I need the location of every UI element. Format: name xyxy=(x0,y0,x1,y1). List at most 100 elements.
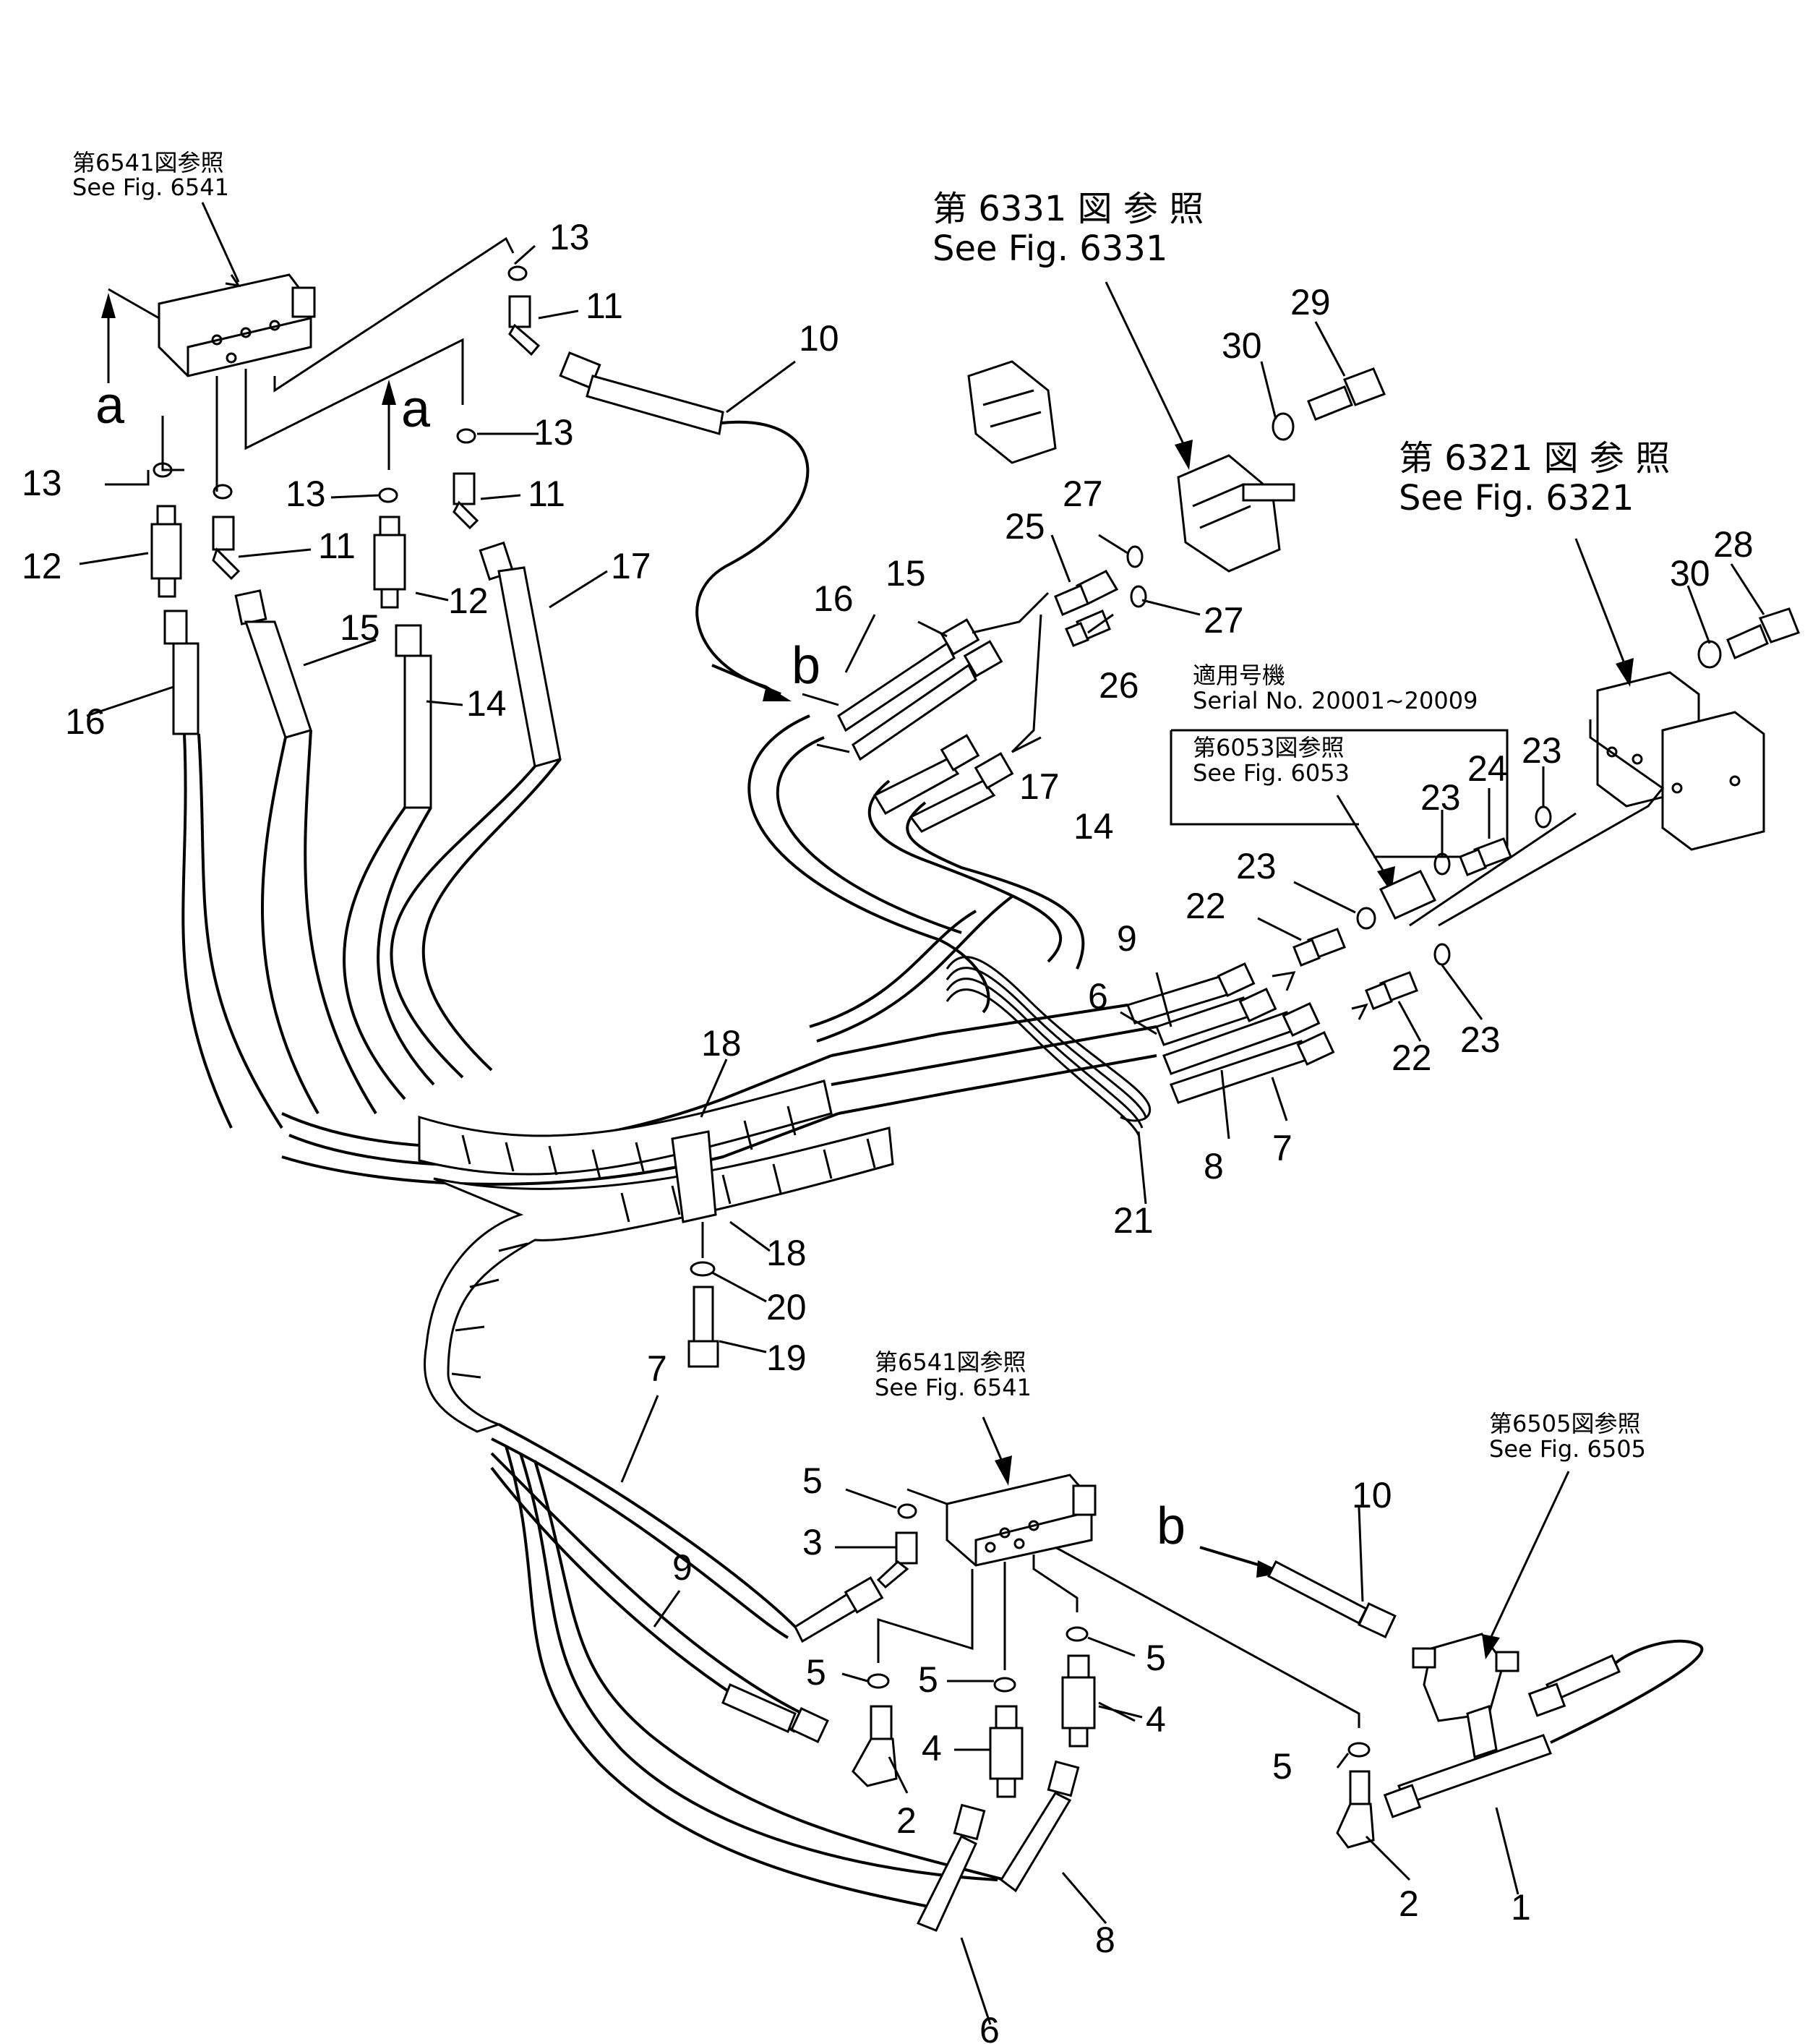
valve-6321 xyxy=(1596,671,1765,851)
callout-12-mid: 12 xyxy=(448,581,489,621)
letter-a-right: a xyxy=(401,380,431,438)
valve-block-bottom xyxy=(946,1474,1097,1567)
fitting-2-left xyxy=(852,1705,898,1787)
letter-b-top: b xyxy=(792,637,820,695)
hoses-6-7-8-9-right-ends xyxy=(1126,962,1335,1104)
callout-11-mid: 11 xyxy=(528,474,565,514)
callout-9-left: 9 xyxy=(672,1547,693,1588)
callout-22-a: 22 xyxy=(1186,886,1226,926)
valve-block-top-left xyxy=(158,202,316,377)
serial-en: Serial No. 20001~20009 xyxy=(1193,687,1478,714)
ref-fig6331-jp: 第 6331 図 参 照 xyxy=(932,189,1204,229)
hose-6-lower-end xyxy=(916,1803,986,1932)
fitting-12-mid xyxy=(373,516,406,609)
hose-10-lower-end xyxy=(1266,1560,1397,1638)
callout-17-left: 17 xyxy=(611,546,651,586)
fitting-4-mid xyxy=(989,1705,1024,1798)
callout-13-center: 13 xyxy=(286,474,326,514)
fitting-24 xyxy=(1459,837,1512,876)
callout-27-top: 27 xyxy=(1063,474,1103,514)
fitting-11-top xyxy=(508,295,541,356)
ref-fig6541-top-jp: 第6541図参照 xyxy=(72,149,223,176)
ref-fig6505-jp: 第6505図参照 xyxy=(1489,1410,1640,1437)
callout-5-a: 5 xyxy=(802,1461,823,1501)
fitting-22-a xyxy=(1292,928,1346,967)
callout-19: 19 xyxy=(766,1338,807,1378)
callout-10-top: 10 xyxy=(799,318,839,359)
fitting-22-b xyxy=(1365,971,1418,1010)
callout-30-right: 30 xyxy=(1670,553,1710,594)
adapter-6053 xyxy=(1379,870,1437,920)
callout-23-c: 23 xyxy=(1236,846,1277,886)
callout-3: 3 xyxy=(802,1522,823,1562)
hose-17-14-right-ends xyxy=(873,734,1014,833)
callout-2-left: 2 xyxy=(896,1800,917,1841)
ref-fig6541-bottom-jp: 第6541図参照 xyxy=(875,1348,1026,1376)
callout-5-e: 5 xyxy=(1272,1746,1292,1787)
callout-12-left: 12 xyxy=(22,546,62,586)
callout-13-mid: 13 xyxy=(533,412,574,453)
callout-5-d: 5 xyxy=(1146,1638,1166,1678)
callout-4-mid: 4 xyxy=(922,1728,942,1769)
fitting-11-left xyxy=(212,516,241,581)
callout-5-b: 5 xyxy=(806,1652,826,1693)
callout-13-top: 13 xyxy=(549,217,590,257)
callout-21: 21 xyxy=(1113,1200,1154,1241)
clamp-21 xyxy=(946,956,1152,1136)
callout-26: 26 xyxy=(1099,665,1139,706)
callout-18-bottom: 18 xyxy=(766,1233,807,1273)
hose-15-end xyxy=(234,589,312,739)
callout-22-b: 22 xyxy=(1392,1038,1432,1078)
callout-leaders xyxy=(79,244,1765,2025)
callout-8-right: 8 xyxy=(1204,1146,1224,1186)
fitting-2-right xyxy=(1336,1770,1375,1849)
callout-6-right: 6 xyxy=(1088,976,1108,1017)
hose-14-end xyxy=(395,624,432,809)
letter-b-bottom: b xyxy=(1157,1497,1186,1555)
callout-9-right: 9 xyxy=(1117,918,1137,959)
callout-1: 1 xyxy=(1511,1887,1531,1928)
ref-fig6505-en: See Fig. 6505 xyxy=(1489,1435,1646,1463)
callout-23-a: 23 xyxy=(1420,777,1461,818)
callout-7-left: 7 xyxy=(647,1348,667,1389)
ref-fig6321-jp: 第 6321 図 参 照 xyxy=(1399,438,1670,479)
callout-14-right: 14 xyxy=(1073,806,1114,847)
bolt-28 xyxy=(1726,607,1800,660)
callout-24: 24 xyxy=(1467,748,1508,789)
callout-5-c: 5 xyxy=(918,1659,938,1700)
callout-15-right: 15 xyxy=(886,553,926,594)
hose-1 xyxy=(1383,1639,1704,1818)
callout-16-right: 16 xyxy=(813,578,854,619)
callout-17-right: 17 xyxy=(1019,766,1060,807)
serial-jp: 適用号機 xyxy=(1193,662,1285,689)
hose-17-end xyxy=(479,541,562,768)
fitting-25 xyxy=(1054,570,1119,616)
callout-2-right: 2 xyxy=(1399,1883,1419,1924)
fitting-3 xyxy=(876,1531,918,1589)
callout-11-left: 11 xyxy=(318,526,356,566)
bolt-29 xyxy=(1307,367,1386,421)
callout-28: 28 xyxy=(1713,524,1754,565)
callout-30-top: 30 xyxy=(1222,325,1262,366)
hose-7-lower-end xyxy=(794,1576,884,1643)
callout-7-right: 7 xyxy=(1272,1128,1292,1168)
ref-fig6053-en: See Fig. 6053 xyxy=(1193,759,1350,787)
callout-11-top: 11 xyxy=(586,286,623,326)
ref-fig6541-bottom-en: See Fig. 6541 xyxy=(875,1374,1032,1401)
fitting-11-mid xyxy=(453,472,479,530)
hose-8-lower-end xyxy=(999,1760,1080,1893)
ref-fig6541-top-en: See Fig. 6541 xyxy=(72,174,229,201)
callout-29: 29 xyxy=(1290,282,1331,322)
callout-23-d: 23 xyxy=(1460,1019,1501,1060)
hose-16-end xyxy=(163,610,200,735)
callout-16-left: 16 xyxy=(65,701,106,742)
ref-fig6321-en: See Fig. 6321 xyxy=(1399,478,1634,518)
hose-harness-18 xyxy=(281,895,1157,1433)
fitting-6505 xyxy=(1412,1633,1519,1758)
callout-6-left: 6 xyxy=(979,2010,1000,2044)
hose-9-lower-end xyxy=(721,1682,829,1743)
callout-13-left: 13 xyxy=(22,463,62,503)
fitting-12-left xyxy=(150,505,182,598)
ref-fig6331-en: See Fig. 6331 xyxy=(932,228,1167,269)
